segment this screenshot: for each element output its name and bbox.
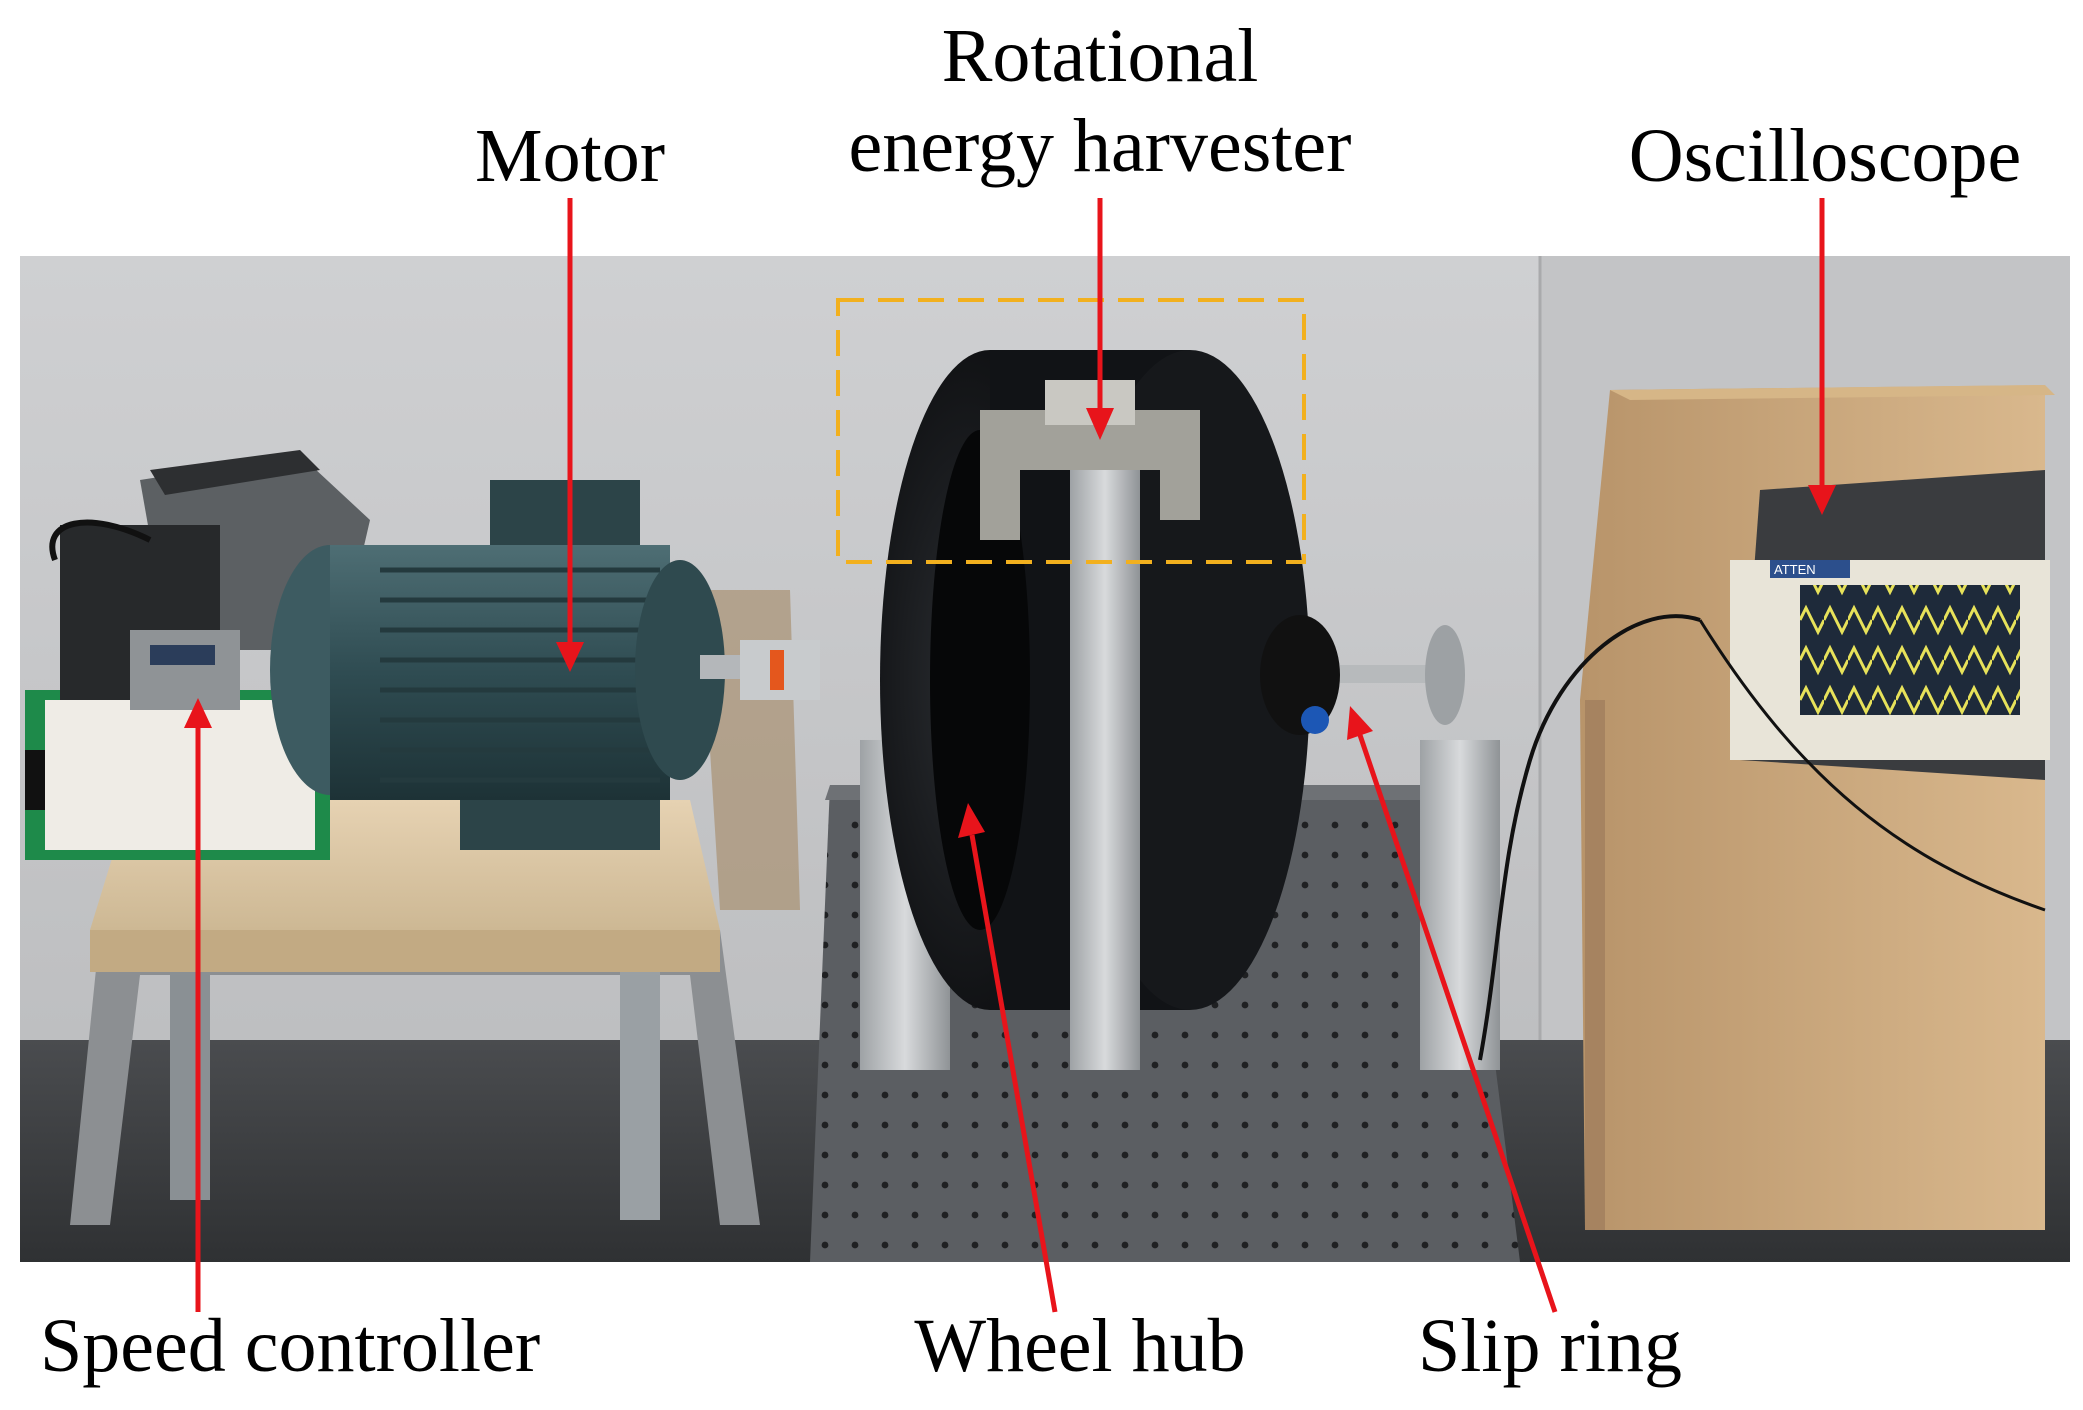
arrow-wheel-hub bbox=[958, 803, 1058, 1313]
label-motor: Motor bbox=[475, 114, 665, 198]
label-speed-controller: Speed controller bbox=[40, 1304, 541, 1388]
label-rotational-line1: Rotational bbox=[941, 14, 1259, 98]
motor-table bbox=[70, 590, 800, 1225]
oscilloscope-device: ATTEN bbox=[1478, 470, 2050, 1061]
arrow-slip-ring bbox=[1347, 706, 1558, 1313]
oscilloscope-brand-text: ATTEN bbox=[1774, 562, 1816, 577]
label-oscilloscope: Oscilloscope bbox=[1628, 114, 2022, 198]
wheel-hub-device bbox=[860, 350, 1500, 1070]
annotation-arrows bbox=[184, 198, 1836, 1313]
label-rotational-line2: energy harvester bbox=[848, 104, 1352, 188]
motor-device bbox=[270, 480, 820, 850]
harvester-highlight-box bbox=[836, 298, 1306, 564]
arrow-motor bbox=[556, 198, 584, 672]
arrow-oscilloscope bbox=[1808, 198, 1836, 515]
label-slip-ring: Slip ring bbox=[1418, 1304, 1682, 1388]
arrow-rotational-energy-harvester bbox=[1086, 198, 1114, 440]
label-rotational-energy-harvester: Rotational energy harvester bbox=[820, 18, 1380, 184]
circuit-board bbox=[25, 690, 330, 860]
label-wheel-hub: Wheel hub bbox=[914, 1304, 1246, 1388]
arrow-speed-controller bbox=[184, 698, 212, 1312]
